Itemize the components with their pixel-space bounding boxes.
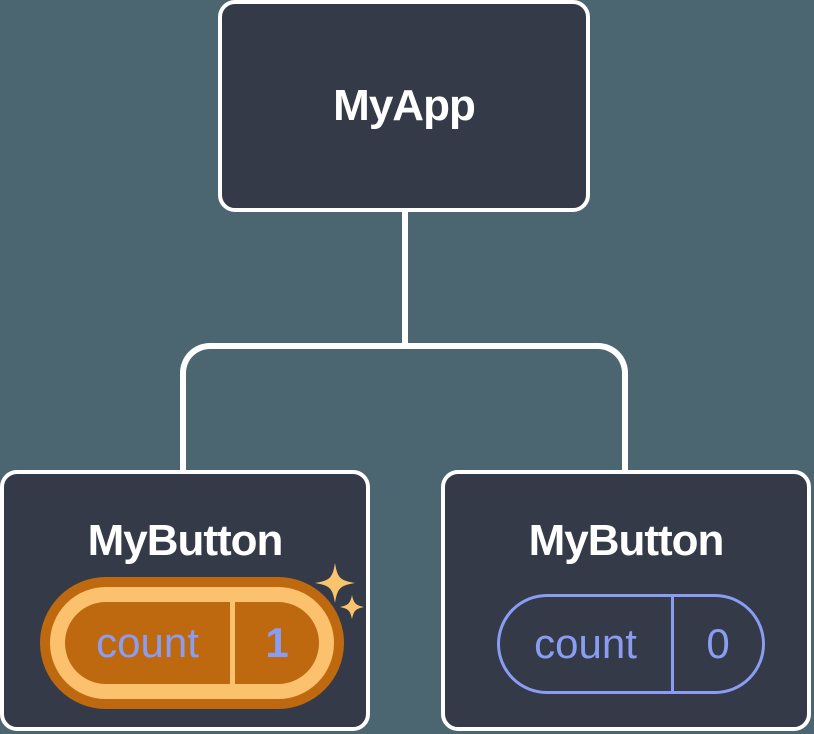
node-mybutton-updated-label: MyButton	[87, 516, 284, 565]
state-pill-highlighted-ring: count 1	[50, 587, 334, 699]
connector-stem	[402, 212, 408, 349]
connector-branch	[180, 343, 628, 472]
state-pill-highlighted: count 1	[40, 577, 344, 709]
node-myapp: MyApp	[218, 0, 590, 212]
node-mybutton-plain-label: MyButton	[528, 516, 725, 565]
state-name: count	[96, 619, 199, 666]
state-value: 0	[706, 620, 730, 667]
node-mybutton-updated: MyButton count 1	[0, 470, 370, 731]
node-mybutton-plain: MyButton count 0	[441, 470, 811, 731]
state-value: 1	[265, 619, 289, 666]
node-myapp-label: MyApp	[333, 81, 476, 130]
state-pill-plain: count 0	[497, 594, 765, 694]
state-name: count	[534, 620, 637, 667]
state-pill-divider	[671, 597, 674, 691]
sparkles-icon	[315, 563, 364, 619]
state-pill-divider	[230, 602, 235, 684]
